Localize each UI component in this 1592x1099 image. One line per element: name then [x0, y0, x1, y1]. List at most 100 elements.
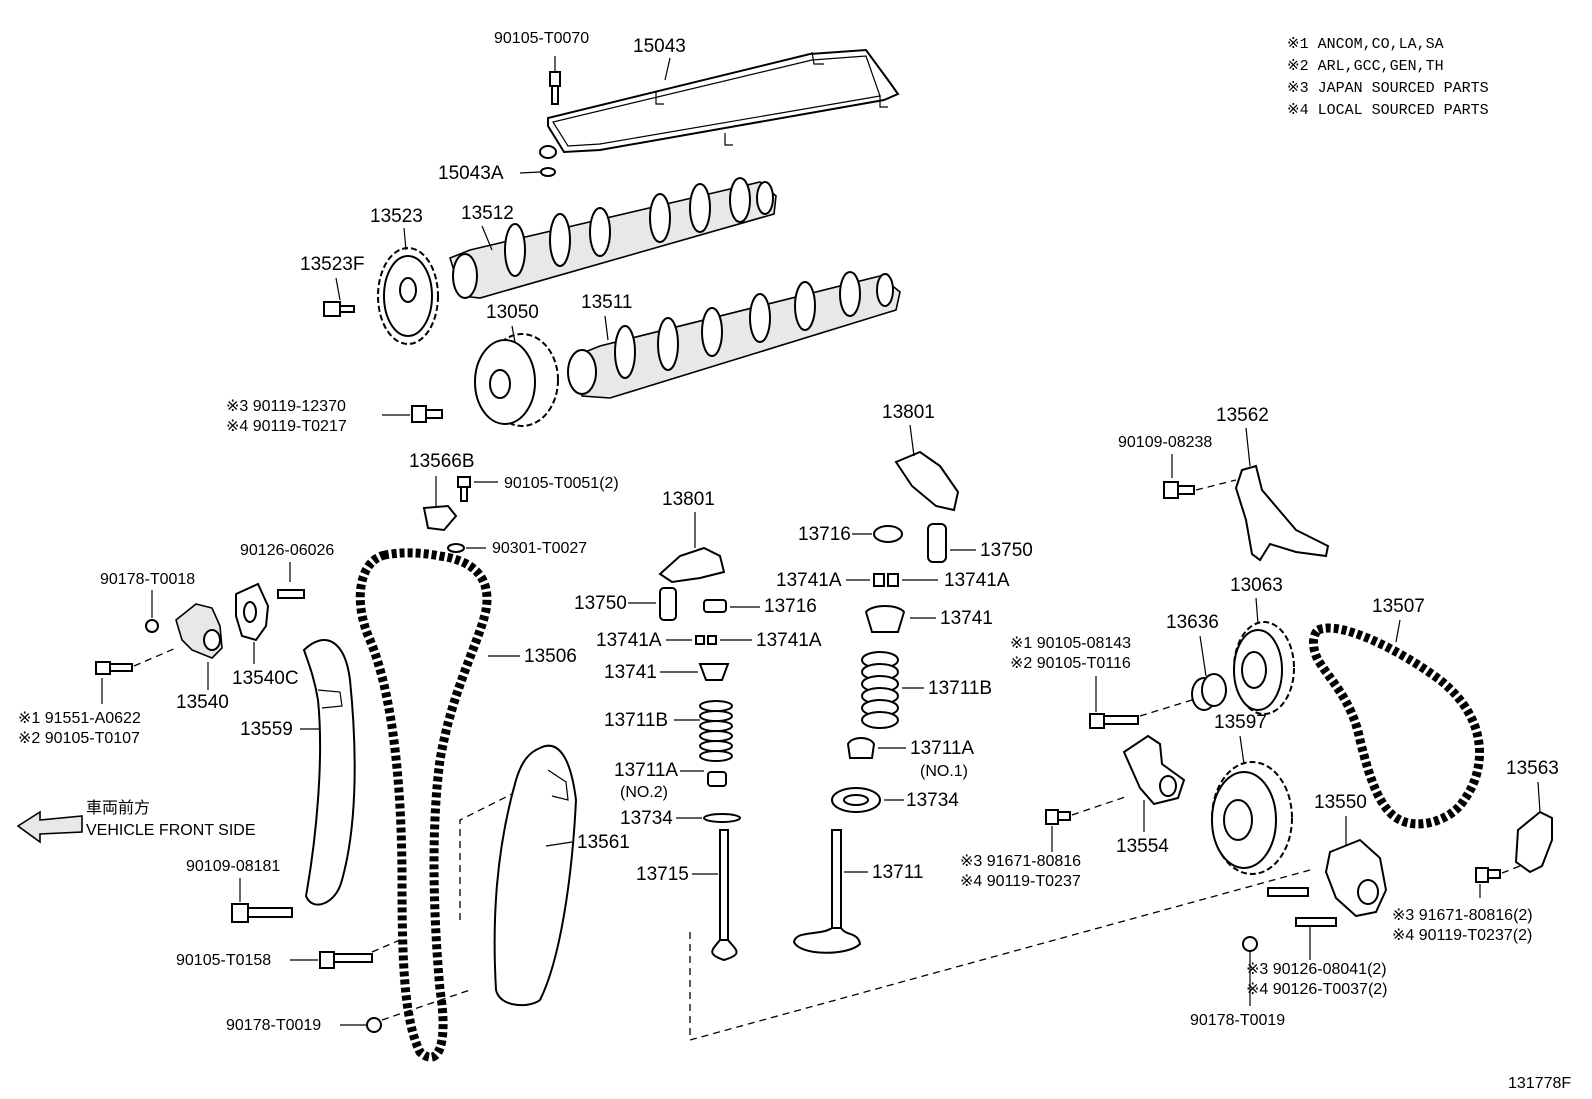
studs-90126-08041 [1267, 887, 1337, 927]
label-13716-b: 13716 [798, 524, 851, 545]
label-13566B: 13566B [409, 451, 475, 472]
label-13734-a: 13734 [620, 808, 673, 829]
label-13562: 13562 [1216, 405, 1269, 426]
bolt-90105-T0070 [549, 56, 561, 105]
label-90119-T0237-2: ※4 90119-T0237(2) [1392, 927, 1532, 944]
tensioner-13540 [175, 603, 223, 659]
idler-13554 [1122, 734, 1186, 806]
bolt-90105-T0158 [319, 951, 373, 969]
bolt-90105-T0051 [457, 476, 471, 502]
rocker-arm-13801-b [894, 450, 960, 512]
label-91551-A0622: ※1 91551-A0622 [18, 710, 141, 727]
valve-13715 [711, 829, 738, 962]
label-13801-a: 13801 [662, 489, 715, 510]
label-13506: 13506 [524, 646, 577, 667]
label-90301-T0027: 90301-T0027 [492, 540, 587, 557]
label-13523F: 13523F [300, 254, 364, 275]
note-2: ※2 ARL,GCC,GEN,TH [1287, 58, 1444, 75]
bolt-90109-08238 [1163, 481, 1195, 499]
label-13711A-a: 13711A [614, 760, 678, 781]
note-3: ※3 JAPAN SOURCED PARTS [1287, 80, 1489, 97]
label-13716-a: 13716 [764, 596, 817, 617]
bolt-90109-08181 [231, 903, 293, 923]
camshaft-13511 [567, 271, 901, 399]
label-90119-12370: ※3 90119-12370 [226, 398, 346, 415]
chain-guide-13566B [422, 504, 458, 532]
label-13511: 13511 [581, 292, 632, 313]
label-13801-b: 13801 [882, 402, 935, 423]
valve-spring-13711B-b [861, 651, 899, 729]
label-13561: 13561 [577, 832, 630, 853]
label-90178-T0019-right: 90178-T0019 [1190, 1012, 1285, 1029]
note-4: ※4 LOCAL SOURCED PARTS [1287, 102, 1489, 119]
label-13523: 13523 [370, 206, 423, 227]
label-13711: 13711 [872, 862, 923, 883]
label-13711B-b: 13711B [928, 678, 992, 699]
bolt-91551 [95, 661, 133, 675]
chain-guide-13562 [1234, 464, 1330, 562]
label-90105-08143: ※1 90105-08143 [1010, 635, 1131, 652]
label-90178-T0018: 90178-T0018 [100, 571, 195, 588]
label-90105-T0116: ※2 90105-T0116 [1010, 655, 1131, 672]
label-no2: (NO.2) [620, 784, 668, 801]
head-cover-gasket [539, 48, 900, 159]
valve-spring-13711B-a [699, 700, 733, 762]
label-13559: 13559 [240, 719, 293, 740]
label-15043A: 15043A [438, 163, 504, 184]
label-13597: 13597 [1214, 712, 1267, 733]
label-15043: 15043 [633, 36, 686, 57]
label-13711A-b: 13711A [910, 738, 974, 759]
label-13715: 13715 [636, 864, 689, 885]
gear-13063 [1233, 621, 1295, 715]
stud-90126-06026 [277, 589, 305, 599]
bolt-91671-right [1475, 867, 1501, 883]
label-90109-08238: 90109-08238 [1118, 434, 1212, 451]
vehicle-front-arrow [16, 810, 83, 844]
camshaft-13512 [449, 177, 777, 299]
bushing-13636 [1191, 673, 1227, 711]
chain-guide-13561 [493, 744, 578, 1007]
gear-13597 [1211, 761, 1293, 875]
vvt-gear-13050 [474, 333, 559, 427]
valve-13711 [792, 829, 862, 954]
label-13540: 13540 [176, 692, 229, 713]
front-jp: 車両前方 [86, 799, 150, 817]
bolt-90119 [411, 405, 443, 423]
label-13711B-a: 13711B [604, 710, 668, 731]
label-90105-T0051: 90105-T0051(2) [504, 475, 619, 492]
timing-chain-13507 [1309, 623, 1484, 829]
label-13750-a: 13750 [574, 593, 627, 614]
label-90119-T0217: ※4 90119-T0217 [226, 418, 347, 435]
bolt-13523F [323, 301, 355, 317]
front-en: VEHICLE FRONT SIDE [86, 822, 256, 839]
label-90126-06026: 90126-06026 [240, 542, 334, 559]
notes-legend: ※1 ANCOM,CO,LA,SA ※2 ARL,GCC,GEN,TH ※3 J… [1287, 36, 1489, 119]
label-90119-T0237: ※4 90119-T0237 [960, 873, 1081, 890]
rocker-arm-13801-a [658, 546, 726, 584]
timing-chain-13506 [355, 548, 492, 1062]
label-13741A-b1: 13741A [776, 570, 842, 591]
label-13540C: 13540C [232, 668, 299, 689]
label-13741A-a2: 13741A [756, 630, 822, 651]
label-90126-T0037: ※4 90126-T0037(2) [1246, 981, 1388, 998]
figure-id: 131778F [1508, 1075, 1571, 1092]
label-13741-a: 13741 [604, 662, 657, 683]
label-13741-b: 13741 [940, 608, 993, 629]
label-90105-T0107: ※2 90105-T0107 [18, 730, 140, 747]
label-90109-08181: 90109-08181 [186, 858, 280, 875]
label-13636: 13636 [1166, 612, 1219, 633]
label-13550: 13550 [1314, 792, 1367, 813]
label-90105-T0158: 90105-T0158 [176, 952, 271, 969]
label-90126-08041: ※3 90126-08041(2) [1246, 961, 1387, 978]
note-1: ※1 ANCOM,CO,LA,SA [1287, 36, 1444, 53]
label-13734-b: 13734 [906, 790, 959, 811]
label-13050: 13050 [486, 302, 539, 323]
cam-sprocket-13523 [377, 247, 439, 345]
label-90105-T0070: 90105-T0070 [494, 30, 589, 47]
label-13750-b: 13750 [980, 540, 1033, 561]
label-91671-80816-2: ※3 91671-80816(2) [1392, 907, 1533, 924]
label-13554: 13554 [1116, 836, 1169, 857]
label-13512: 13512 [461, 203, 514, 224]
gasket-13540C [235, 582, 270, 642]
